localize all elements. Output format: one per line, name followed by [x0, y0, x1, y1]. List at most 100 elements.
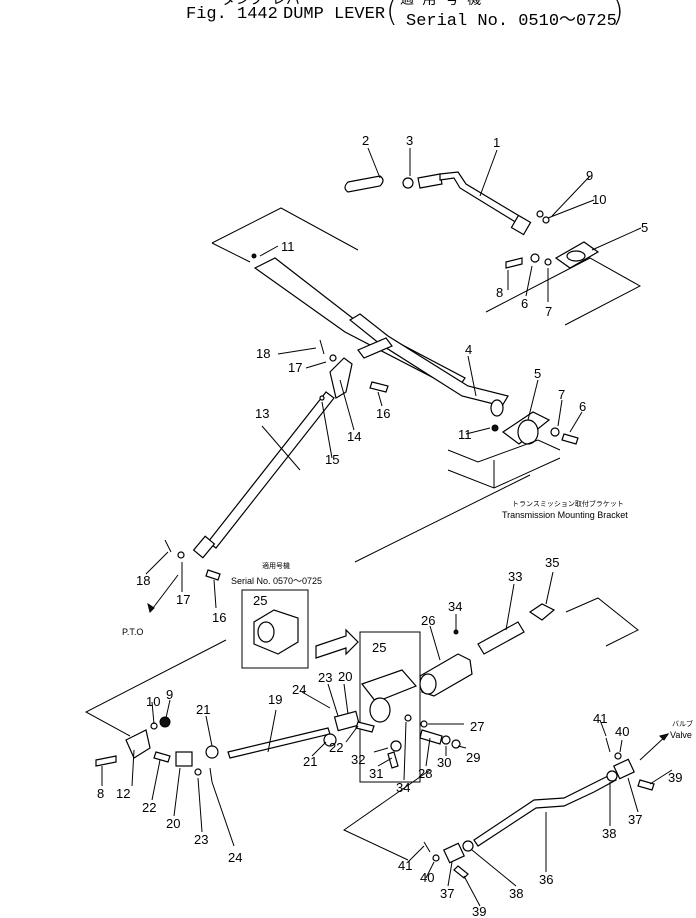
jp-serial-label: 適 用 号 機	[400, 0, 482, 9]
callout-24-right: 24	[292, 682, 306, 697]
callout-41-upper: 41	[593, 711, 607, 726]
jp-title: ダンプ レバー	[222, 0, 314, 9]
spring-part-28	[419, 729, 443, 745]
nut-part-21-right	[323, 733, 337, 747]
open-paren: (	[386, 0, 398, 29]
callout-17-lower: 17	[176, 592, 190, 607]
cotter-part-41-upper	[605, 737, 611, 753]
callout-8-upper: 8	[496, 285, 503, 300]
plane-outline-right	[485, 257, 642, 326]
callout-33: 33	[508, 569, 522, 584]
callout-18-lower: 18	[136, 573, 150, 588]
inset-bore	[257, 621, 275, 643]
cotter-part-18-upper	[319, 339, 325, 355]
washer-part-40-upper	[614, 752, 622, 760]
clevis-part-14	[329, 357, 353, 399]
assembly-box	[359, 631, 421, 783]
callout-36: 36	[539, 872, 553, 887]
upper-lever-group	[344, 171, 600, 269]
callout-27: 27	[470, 719, 484, 734]
pin-part-11-upper	[251, 253, 257, 259]
rod-end	[192, 535, 216, 559]
callout-7-lower: 7	[558, 387, 565, 402]
serial-range: Serial No. 0510～0725	[406, 12, 617, 31]
callout-22-right: 22	[329, 740, 343, 755]
callout-19: 19	[268, 692, 282, 707]
pin-part-22-left	[153, 751, 171, 763]
lever-part-1	[439, 171, 527, 227]
rod-group	[147, 339, 389, 613]
washer-part-23-left	[194, 768, 202, 776]
pin-part-39-upper	[637, 779, 655, 791]
washer-part-40-lower	[432, 854, 440, 862]
callout-6-upper: 6	[521, 296, 528, 311]
cotter-part-18-lower	[164, 539, 172, 553]
washer-part-17-lower	[177, 551, 185, 559]
bolt-part-8-top	[505, 257, 523, 269]
callout-13: 13	[255, 406, 269, 421]
pto-label: P.T.O	[122, 627, 143, 637]
callout-37-upper: 37	[628, 812, 642, 827]
nut-part-21-left	[205, 745, 219, 759]
callout-numbers: 1 2 3 4 5 5 6 6 7 7 8 8 9 9 10 10 11 11 …	[97, 133, 682, 918]
cross-shaft-lower	[348, 313, 509, 407]
pto-arrow-line	[149, 574, 179, 613]
callout-25: 25	[372, 640, 386, 655]
leader-lines	[101, 147, 673, 907]
shaft-part-33	[477, 621, 525, 655]
washer-part-7-lower	[550, 427, 560, 437]
callout-31: 31	[369, 766, 383, 781]
callout-7-upper: 7	[545, 304, 552, 319]
callout-21-right: 21	[303, 754, 317, 769]
callout-38-lower: 38	[509, 886, 523, 901]
nut-part-9-lower	[159, 716, 171, 728]
callout-15: 15	[325, 452, 339, 467]
callout-28: 28	[418, 766, 432, 781]
shaft-end	[490, 399, 504, 417]
callout-8-lower: 8	[97, 786, 104, 801]
washer-part-32	[390, 740, 402, 752]
callout-23-left: 23	[194, 832, 208, 847]
callout-9-upper: 9	[586, 168, 593, 183]
callout-21-left: 21	[196, 702, 210, 717]
valve-label: Valve	[670, 730, 692, 740]
callout-18-upper: 18	[256, 346, 270, 361]
cotter-part-24-left	[209, 767, 213, 783]
shaft-arm	[357, 337, 393, 359]
cotter-part-41-lower	[423, 841, 431, 853]
callout-10-upper: 10	[592, 192, 606, 207]
callout-39-upper: 39	[668, 770, 682, 785]
transmission-label: Transmission Mounting Bracket	[502, 510, 628, 520]
bracket-lower-bore	[517, 419, 539, 445]
spool-end	[419, 673, 437, 695]
knob-part-2	[344, 175, 384, 193]
callout-5-lower: 5	[534, 366, 541, 381]
shaft-part-4	[251, 253, 579, 445]
callout-37-lower: 37	[440, 886, 454, 901]
callout-30: 30	[437, 755, 451, 770]
inset-box	[241, 589, 309, 669]
plane-outline-lower-left	[84, 639, 227, 737]
lever-clevis	[510, 214, 532, 236]
inset-serial-label: Serial No. 0570～0725	[231, 576, 322, 586]
transmission-jp-label: トランスミッション取付ブラケット	[512, 499, 624, 508]
clevis-part-37-lower	[442, 842, 466, 864]
callout-10-lower: 10	[146, 694, 160, 709]
callout-40-upper: 40	[615, 724, 629, 739]
washer-part-6-top	[530, 253, 540, 263]
ball-part-30	[441, 735, 451, 745]
callout-40-lower: 40	[420, 870, 434, 885]
rod-part-36	[473, 773, 617, 847]
callout-6-lower: 6	[579, 399, 586, 414]
callout-5-upper: 5	[641, 220, 648, 235]
callout-32: 32	[351, 752, 365, 767]
callout-20-left: 20	[166, 816, 180, 831]
pin-part-11-lower	[491, 424, 499, 432]
callout-4: 4	[465, 342, 472, 357]
callout-34-upper: 34	[448, 599, 462, 614]
bracket-outline-b	[447, 457, 561, 489]
pin-part-10	[542, 216, 550, 224]
nut-part-38-lower	[462, 840, 474, 852]
plane-outline-bottom	[343, 769, 431, 861]
